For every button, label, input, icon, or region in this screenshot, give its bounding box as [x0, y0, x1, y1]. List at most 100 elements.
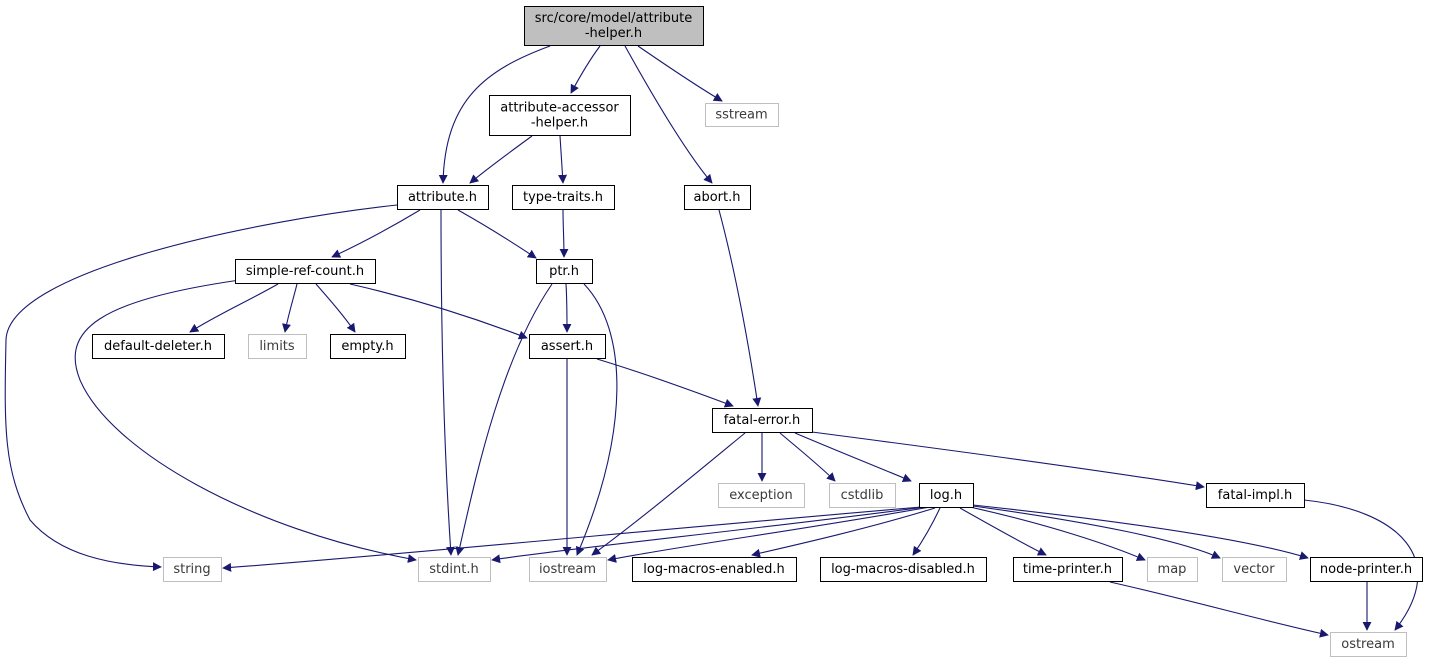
edge-aah-to-attribute: [469, 135, 533, 184]
node-assert[interactable]: assert.h: [529, 334, 606, 359]
edge-root-to-aah: [570, 45, 601, 94]
node-box-lme: [632, 557, 797, 582]
node-label-typetraits: type-traits.h: [523, 190, 603, 205]
node-label-log: log.h: [930, 488, 962, 503]
edges-layer: [4, 45, 1419, 638]
node-fatalerror[interactable]: fatal-error.h: [712, 408, 813, 433]
node-lme[interactable]: log-macros-enabled.h: [632, 557, 797, 582]
node-box-limits: [248, 334, 307, 359]
node-label-aah-line-2: -helper.h: [531, 116, 588, 131]
edge-srcount-to-stdint: [74, 279, 417, 563]
edge-log-to-nodeprinter: [972, 504, 1309, 560]
edge-attribute-to-string: [4, 204, 398, 572]
node-box-assert: [529, 334, 606, 359]
node-label-root-line-1: src/core/model/attribute: [535, 11, 692, 26]
edge-aah-to-typetraits: [558, 135, 568, 184]
node-box-stdint: [418, 557, 491, 582]
node-timeprinter[interactable]: time-printer.h: [1013, 557, 1123, 582]
node-box-empty: [330, 334, 406, 359]
edge-abort-to-fatalerror: [718, 209, 762, 407]
edge-ptr-to-assert: [562, 283, 572, 333]
node-label-timeprinter: time-printer.h: [1023, 562, 1112, 577]
node-label-defdel: default-deleter.h: [104, 339, 212, 354]
node-nodeprinter[interactable]: node-printer.h: [1310, 557, 1423, 582]
edge-srcount-to-empty: [315, 283, 356, 333]
node-label-aah-line-1: attribute-accessor: [500, 101, 619, 116]
node-label-empty: empty.h: [341, 339, 393, 354]
edge-log-to-iostream: [607, 506, 931, 563]
node-typetraits[interactable]: type-traits.h: [512, 185, 615, 210]
node-lmd[interactable]: log-macros-disabled.h: [820, 557, 987, 582]
node-defdel[interactable]: default-deleter.h: [92, 334, 225, 359]
node-box-attribute: [397, 185, 489, 210]
node-box-srcount: [235, 259, 376, 284]
node-box-fatalimpl: [1206, 483, 1305, 508]
node-box-vector: [1222, 557, 1287, 582]
node-label-iostream: iostream: [539, 562, 596, 577]
node-box-defdel: [92, 334, 225, 359]
node-box-ostream: [1330, 632, 1407, 657]
node-box-abort: [684, 185, 751, 210]
node-ostream: ostream: [1330, 632, 1407, 657]
node-label-exception: exception: [729, 488, 793, 503]
edge-fatalerror-to-log: [794, 432, 912, 483]
node-cstdlib: cstdlib: [829, 483, 896, 508]
edge-root-to-abort: [624, 45, 713, 184]
node-log[interactable]: log.h: [919, 483, 974, 508]
node-sstream: sstream: [705, 103, 779, 127]
node-fatalimpl[interactable]: fatal-impl.h: [1206, 483, 1305, 508]
node-box-root: [524, 6, 704, 46]
node-label-vector: vector: [1233, 562, 1275, 577]
node-label-stdint: stdint.h: [429, 562, 478, 577]
node-limits: limits: [248, 334, 307, 359]
node-label-fatalimpl: fatal-impl.h: [1218, 488, 1292, 503]
node-label-lmd: log-macros-disabled.h: [831, 562, 975, 577]
node-vector: vector: [1222, 557, 1287, 582]
edge-ptr-to-stdint: [455, 283, 553, 556]
edge-log-to-stdint: [491, 506, 926, 564]
node-srcount[interactable]: simple-ref-count.h: [235, 259, 376, 284]
node-box-typetraits: [512, 185, 615, 210]
edge-log-to-lme: [751, 507, 936, 558]
node-label-assert: assert.h: [541, 339, 593, 354]
node-box-lmd: [820, 557, 987, 582]
node-label-sstream: sstream: [715, 108, 767, 123]
node-label-abort: abort.h: [694, 190, 741, 205]
edge-attribute-to-stdint: [440, 209, 455, 556]
node-empty[interactable]: empty.h: [330, 334, 406, 359]
edge-fatalimpl-to-ostream: [1303, 499, 1419, 631]
node-label-string: string: [173, 562, 210, 577]
node-label-fatalerror: fatal-error.h: [724, 413, 801, 428]
node-root[interactable]: src/core/model/attribute-helper.h: [524, 6, 704, 46]
node-label-nodeprinter: node-printer.h: [1320, 562, 1412, 577]
node-string: string: [163, 557, 222, 582]
node-label-map: map: [1158, 562, 1187, 577]
node-label-root-line-2: -helper.h: [585, 26, 642, 41]
edge-fatalerror-to-cstdlib: [779, 432, 836, 482]
edge-fatalerror-to-fatalimpl: [811, 431, 1205, 491]
node-box-string: [163, 557, 222, 582]
edge-ptr-to-iostream: [576, 283, 618, 556]
edge-attribute-to-ptr: [457, 209, 537, 259]
edge-log-to-string: [222, 506, 922, 572]
node-aah[interactable]: attribute-accessor-helper.h: [489, 95, 631, 136]
node-attribute[interactable]: attribute.h: [397, 185, 489, 210]
edge-attribute-to-srcount: [331, 209, 421, 258]
node-map: map: [1147, 557, 1198, 582]
node-stdint: stdint.h: [418, 557, 491, 582]
node-box-exception: [718, 483, 805, 508]
node-box-fatalerror: [712, 408, 813, 433]
node-ptr[interactable]: ptr.h: [536, 259, 593, 284]
node-box-timeprinter: [1013, 557, 1123, 582]
edge-typetraits-to-ptr: [559, 209, 569, 258]
node-box-iostream: [529, 557, 607, 582]
edge-log-to-lmd: [912, 507, 941, 556]
node-box-nodeprinter: [1310, 557, 1423, 582]
node-box-cstdlib: [829, 483, 896, 508]
node-abort[interactable]: abort.h: [684, 185, 751, 210]
edge-log-to-map: [969, 506, 1146, 561]
node-label-cstdlib: cstdlib: [841, 488, 884, 503]
edge-timeprinter-to-ostream: [1109, 581, 1329, 638]
edge-fatalerror-to-iostream: [591, 432, 746, 556]
node-box-map: [1147, 557, 1198, 582]
